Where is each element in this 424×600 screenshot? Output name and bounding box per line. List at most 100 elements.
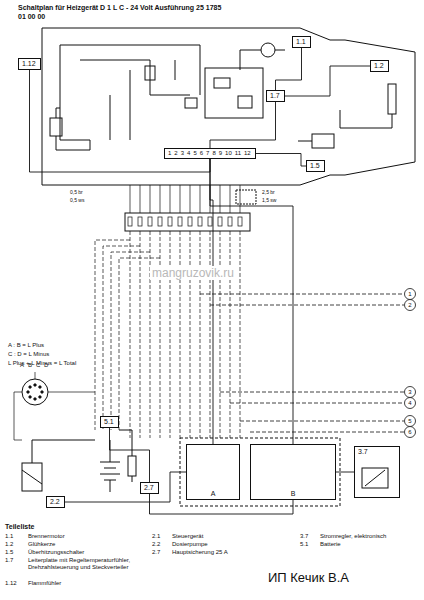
regulator-box: 3.7 — [354, 446, 400, 498]
wire-label: 2,5 br — [262, 189, 275, 195]
connector-pin — [198, 217, 202, 226]
label-text: A — [20, 362, 24, 369]
harness-wire — [140, 185, 141, 213]
pin-number: 12 — [244, 150, 251, 157]
label-text: L Plus + L Minus = L Total — [8, 360, 76, 367]
terminal-circle — [405, 427, 416, 438]
harness-wire — [160, 231, 161, 438]
connector-pin — [158, 217, 162, 226]
connector-pin — [168, 217, 172, 226]
side-connector — [236, 190, 256, 204]
connector-pin — [128, 217, 132, 226]
harness-wire — [130, 231, 131, 438]
harness-wire — [220, 392, 404, 393]
wire-connector — [210, 102, 276, 148]
harness-wire — [170, 231, 171, 438]
pin-number: 9 — [219, 150, 222, 157]
terminal-circle — [405, 300, 416, 311]
callout-number: 1.5 — [310, 162, 320, 169]
wire-label: 1,5 sw — [262, 197, 276, 203]
wire-connector — [336, 472, 354, 473]
harness-wire — [130, 185, 131, 213]
switch-wire — [298, 141, 312, 142]
connector-pin — [41, 391, 44, 394]
harness-wire — [240, 231, 241, 438]
parts-list-text: Brennermotor — [28, 533, 65, 540]
connector-pin — [29, 386, 32, 389]
terminal-circle — [405, 387, 416, 398]
harness-wire — [220, 231, 221, 438]
callout-box: 2.2 — [46, 496, 65, 508]
pump-symbol — [22, 440, 95, 484]
parts-list-text: 1.7 — [5, 557, 13, 564]
harness-wire — [160, 185, 161, 213]
terminal-number: 3 — [405, 388, 415, 396]
parts-list-text: Flammfühler — [28, 580, 61, 587]
pin-number: 6 — [200, 150, 203, 157]
harness-wire — [103, 246, 140, 430]
callout-number: 1.7 — [270, 92, 280, 99]
connector-wire — [14, 372, 95, 440]
callout-number: 5.1 — [104, 418, 114, 425]
harness-wire — [180, 231, 181, 438]
board-relay — [214, 78, 230, 88]
label-text: D — [44, 362, 48, 369]
harness-wire — [240, 421, 404, 422]
harness-wire — [150, 231, 151, 438]
parts-list-text: 1.1 — [5, 533, 13, 540]
harness-wire — [95, 240, 130, 430]
parts-list-text: 1.2 — [5, 541, 13, 548]
wire-connector — [276, 48, 302, 90]
parts-list-text: Steuergerät — [172, 533, 203, 540]
overheat-switch — [312, 134, 334, 148]
callout-box: 1.7 — [266, 90, 285, 102]
harness-wire — [150, 185, 151, 213]
connector-pin — [27, 391, 30, 394]
parts-list-text: Leiterplatte mit Regeltemperaturfühler, … — [28, 557, 143, 571]
callout-number: 1.12 — [22, 60, 36, 67]
connector-pin — [34, 384, 37, 387]
regulator-symbol — [365, 470, 385, 486]
inner-wiring — [60, 45, 200, 150]
terminal-number: 2 — [405, 301, 415, 309]
pin-number: 11 — [235, 150, 241, 157]
pin-number: 4 — [187, 150, 190, 157]
parts-list-text: 1.5 — [5, 549, 13, 556]
round-connector — [22, 379, 48, 405]
terminal-circle — [405, 398, 416, 409]
motor-wire — [240, 50, 285, 70]
terminal-number: 5 — [405, 417, 415, 425]
harness-wire — [200, 294, 404, 295]
relay-symbol — [145, 66, 155, 80]
regulator-symbol — [362, 468, 388, 488]
harness-wire — [111, 252, 150, 430]
connector-pin — [29, 396, 32, 399]
harness-wire — [170, 185, 171, 213]
parts-list-text: Dosierpumpe — [172, 541, 208, 548]
diagram-title: Schaltplan für Heizgerät D 1 L C - 24 Vo… — [18, 3, 228, 21]
parts-list-text: Überhitzungsschalter — [28, 549, 84, 556]
relay-symbol — [185, 98, 197, 108]
pin-number: 1 — [168, 150, 171, 157]
flame-sensor — [50, 118, 62, 136]
callout-number: B — [291, 490, 296, 498]
parts-list-text: 5.1 — [300, 541, 308, 548]
callout-box: 1.1 — [292, 36, 311, 48]
callout-number: 2.7 — [144, 484, 154, 491]
wire-connector — [150, 494, 294, 514]
pin-number: 10 — [225, 150, 232, 157]
pin-number: 7 — [206, 150, 209, 157]
parts-list-text: 2.1 — [152, 533, 160, 540]
terminal-circle — [405, 289, 416, 300]
control-board — [205, 68, 263, 118]
callout-number: 2.2 — [50, 498, 60, 505]
watermark: ИП Кечик В.А — [268, 570, 349, 585]
parts-list-text: 2.2 — [152, 541, 160, 548]
harness-wire — [200, 185, 201, 213]
harness-wire — [220, 185, 221, 213]
callout-box: 1.2 — [370, 60, 389, 72]
harness-wire — [180, 185, 181, 213]
connector-pin — [39, 396, 42, 399]
heater-housing — [42, 28, 415, 185]
